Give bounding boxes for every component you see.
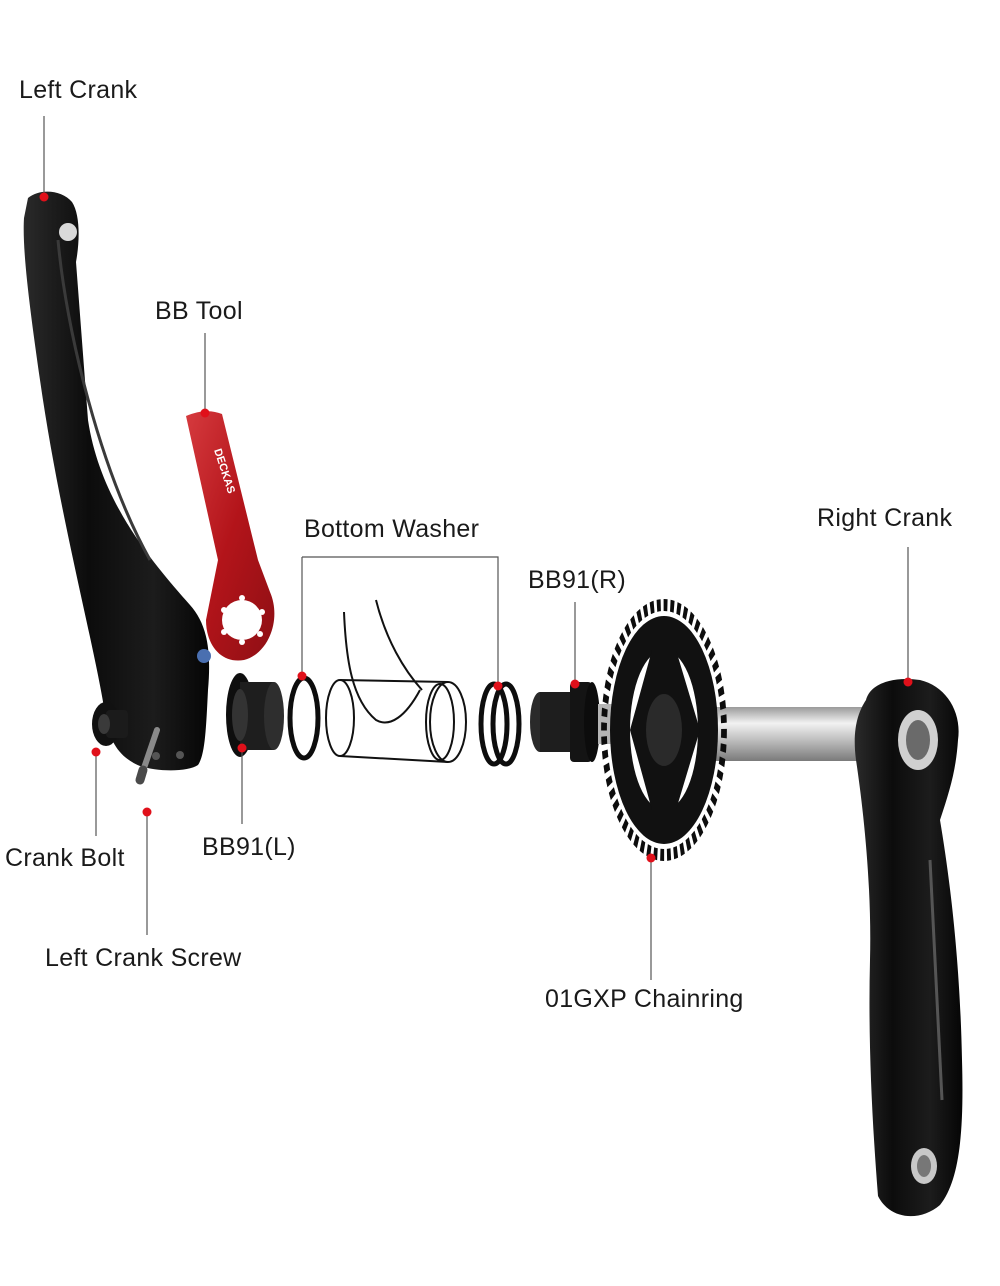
label-crank-bolt: Crank Bolt — [5, 844, 125, 872]
bottom-washer-right-part — [478, 681, 522, 767]
bb91-left-part — [226, 673, 284, 757]
right-crank-part — [854, 678, 963, 1217]
marker-left-crank-screw — [142, 807, 152, 817]
marker-left-crank — [39, 192, 49, 202]
label-left-crank: Left Crank — [19, 76, 138, 104]
left-crank-screw-part — [135, 727, 160, 785]
marker-chainring — [646, 853, 656, 863]
leader-lines — [43, 116, 909, 980]
marker-right-crank — [903, 677, 913, 687]
marker-bb-tool — [200, 408, 210, 418]
bb91-right-part — [530, 682, 600, 762]
label-chainring: 01GXP Chainring — [545, 985, 744, 1013]
label-bb91-l: BB91(L) — [202, 833, 296, 861]
chainring-part — [601, 599, 727, 861]
label-left-crank-screw: Left Crank Screw — [45, 944, 242, 972]
label-bb-tool: BB Tool — [155, 297, 243, 325]
label-right-crank: Right Crank — [817, 504, 953, 532]
marker-bottom-washer-right — [493, 681, 503, 691]
label-bb91-r: BB91(R) — [528, 566, 626, 594]
bottom-washer-left-part — [287, 675, 321, 761]
marker-bb91-r — [570, 679, 580, 689]
marker-bb91-l — [237, 743, 247, 753]
bb-shell-outline — [325, 599, 467, 763]
left-crank-part — [23, 191, 211, 771]
marker-bottom-washer-left — [297, 671, 307, 681]
label-bottom-washer: Bottom Washer — [304, 515, 480, 543]
marker-crank-bolt — [91, 747, 101, 757]
crank-bolt-part — [92, 702, 128, 746]
callout-markers — [39, 192, 913, 863]
